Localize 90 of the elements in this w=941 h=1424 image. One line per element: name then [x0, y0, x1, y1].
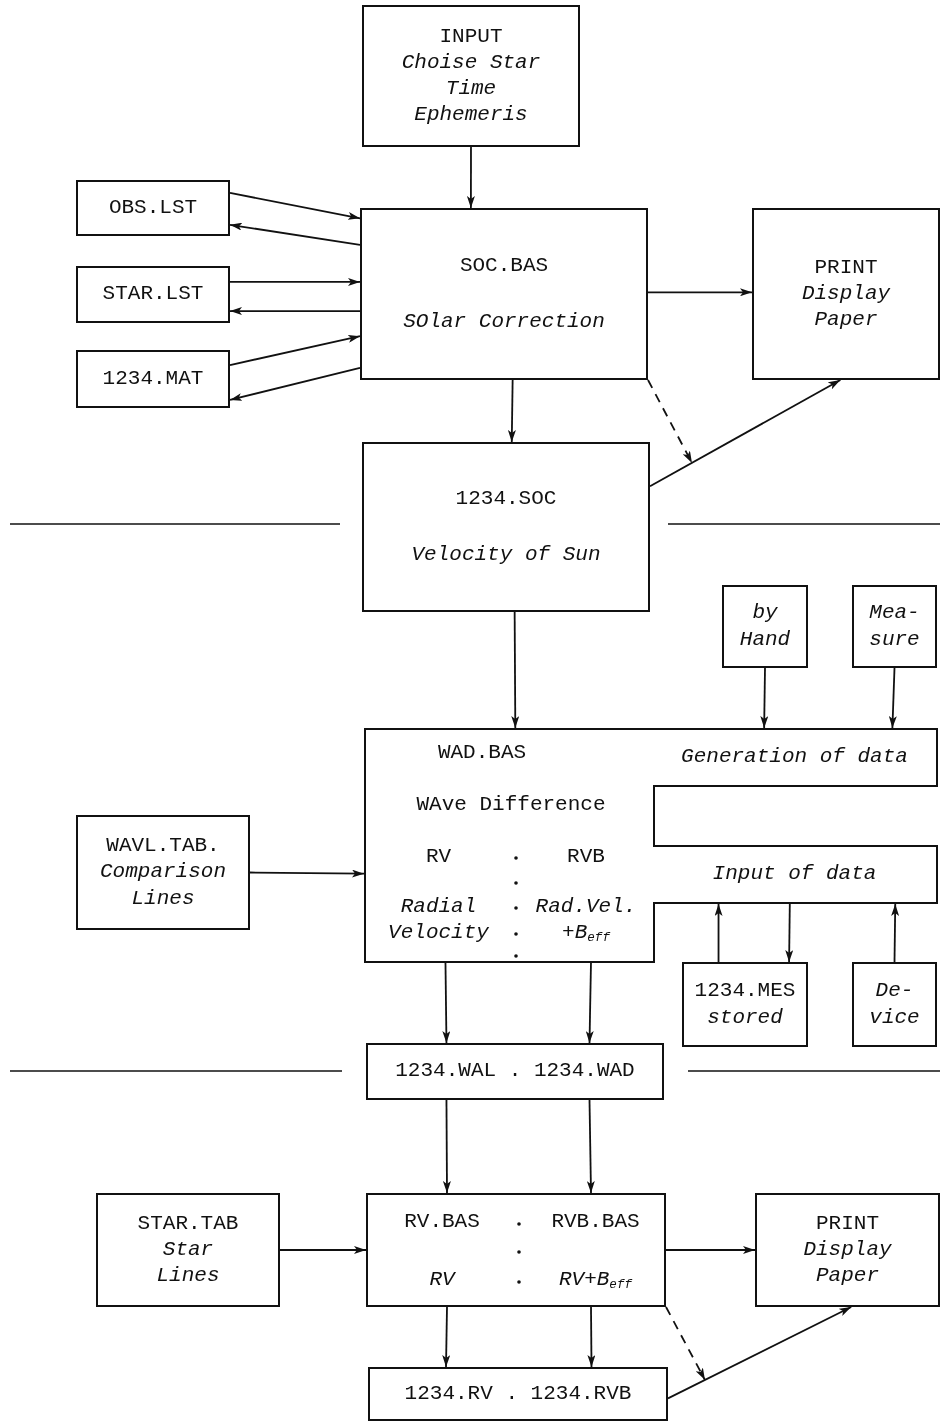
arrow: [587, 1306, 596, 1368]
process-box: [76, 815, 250, 930]
box-label: Star: [162, 1236, 214, 1263]
box-label: INPUT: [439, 23, 503, 50]
box-label: Ephemeris: [414, 102, 528, 129]
arrow: [229, 367, 361, 401]
arrow: [665, 1246, 756, 1254]
box-label: RV+B$_{eff}$: [557, 1267, 634, 1294]
box-label: 1234.WAL . 1234.WAD: [395, 1058, 635, 1085]
box-label: by Hand: [738, 600, 792, 653]
arrow: [647, 288, 753, 297]
process-box: [366, 1043, 664, 1100]
process-box: [76, 180, 230, 236]
arrow: [665, 1306, 706, 1381]
process-box: [368, 1367, 668, 1421]
arrow: [229, 307, 361, 316]
box-label: Generation of data: [681, 744, 908, 771]
box-label: OBS.LST: [108, 194, 198, 221]
process-box: [96, 1193, 280, 1307]
arrow: [891, 903, 900, 963]
box-label: RVB: [566, 844, 606, 870]
arrow: [785, 903, 794, 963]
arrow: [760, 667, 769, 729]
box-label: SOC.BAS: [459, 252, 549, 279]
arrow: [249, 869, 365, 878]
arrow: [229, 222, 361, 246]
box-label: SOlar Correction: [403, 309, 605, 335]
arrow: [888, 667, 897, 729]
box-label: Comparison: [100, 859, 226, 886]
arrow: [442, 1099, 451, 1194]
process-box: [653, 728, 938, 787]
arrow: [714, 903, 723, 963]
box-label: Radial Velocity: [387, 894, 490, 947]
box-label: De- vice: [868, 978, 921, 1031]
box-label: STAR.LST: [102, 281, 204, 308]
process-box: [76, 350, 230, 408]
box-label: 1234.SOC: [455, 485, 557, 512]
arrow: [647, 379, 693, 464]
arrow: [229, 334, 361, 366]
box-label: RV: [428, 1267, 457, 1293]
arrow: [442, 962, 451, 1044]
box-label: WAVL.TAB.: [106, 833, 220, 860]
box-label: Display: [803, 1236, 892, 1263]
box-label: Paper: [814, 307, 878, 334]
process-box: [653, 845, 938, 904]
box-label: 1234.MAT: [102, 365, 204, 392]
box-label: PRINT: [814, 254, 878, 281]
box-label: RV.BAS: [403, 1209, 481, 1235]
box-label: 1234.RV . 1234.RVB: [404, 1380, 632, 1407]
box-label: Velocity of Sun: [411, 542, 601, 568]
arrow: [507, 379, 516, 443]
arrow: [511, 611, 520, 729]
box-label: RVB.BAS: [550, 1209, 641, 1235]
box-label: Time: [445, 76, 497, 102]
arrow: [229, 192, 361, 220]
arrow: [279, 1246, 367, 1254]
arrow: [229, 277, 361, 286]
box-label: Rad.Vel. +B$_{eff}$: [534, 894, 638, 947]
process-box: [722, 585, 808, 668]
process-box: [366, 1193, 666, 1307]
process-box: [362, 5, 580, 147]
box-label: Lines: [131, 885, 195, 912]
box-label: Mea- sure: [868, 600, 921, 653]
process-box: [852, 585, 937, 668]
box-label: PRINT: [816, 1210, 879, 1237]
arrow: [442, 1306, 451, 1368]
process-box: [364, 728, 655, 963]
arrow: [586, 1099, 595, 1194]
process-box: [76, 266, 230, 323]
process-box: [752, 208, 940, 380]
box-label: Paper: [816, 1263, 879, 1290]
box-label: Lines: [156, 1263, 220, 1290]
process-box: [362, 442, 650, 612]
box-label: stored: [707, 1004, 783, 1031]
process-box: [755, 1193, 940, 1307]
box-label: Display: [801, 280, 891, 307]
arrow: [649, 379, 842, 488]
box-label: RV: [424, 844, 453, 870]
process-box: [360, 208, 648, 380]
arrow: [466, 146, 475, 209]
arrow: [667, 1306, 853, 1400]
box-label: 1234.MES: [694, 978, 796, 1005]
box-label: Choise Star: [401, 49, 541, 76]
process-box: [852, 962, 937, 1047]
arrow: [585, 962, 594, 1044]
box-label: WAve Difference: [415, 792, 607, 818]
box-label: Input of data: [712, 861, 877, 888]
box-label: WAD.BAS: [436, 740, 528, 766]
process-box: [682, 962, 808, 1047]
box-label: STAR.TAB: [137, 1210, 239, 1237]
